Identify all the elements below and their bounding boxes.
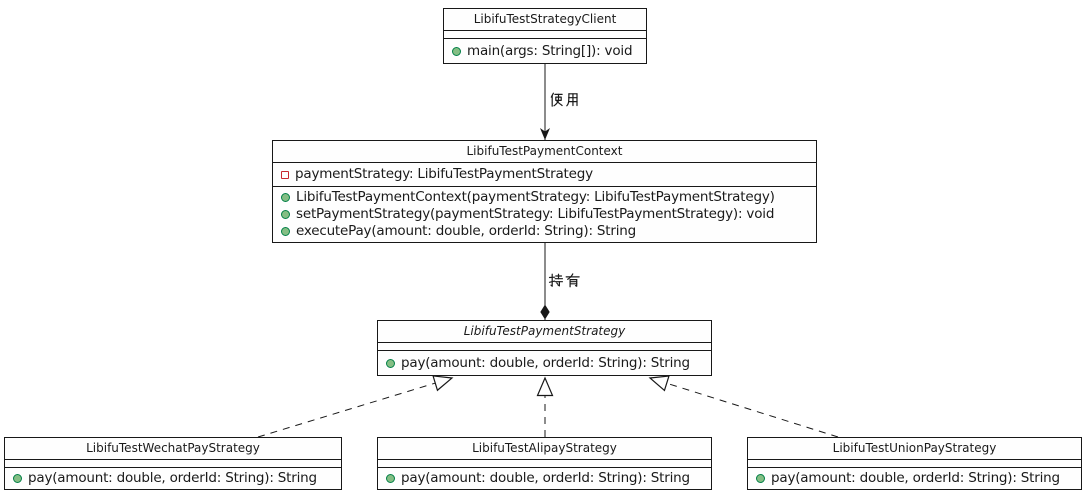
method-row: main(args: String[]): void: [444, 43, 646, 60]
class-libifu-test-strategy-client: LibifuTestStrategyClient main(args: Stri…: [443, 8, 647, 64]
public-visibility-icon: [452, 46, 461, 56]
class-libifu-test-alipay-strategy: LibifuTestAlipayStrategy pay(amount: dou…: [377, 437, 712, 490]
method-text: LibifuTestPaymentContext(paymentStrategy…: [296, 189, 775, 205]
public-visibility-icon: [281, 210, 290, 219]
methods-compartment: pay(amount: double, orderId: String): St…: [5, 468, 341, 489]
methods-compartment: main(args: String[]): void: [444, 39, 646, 63]
class-libifu-test-payment-context: LibifuTestPaymentContext paymentStrategy…: [272, 140, 817, 243]
uses-edge-label-glyphs: [550, 92, 578, 107]
fields-compartment-empty: [444, 31, 646, 39]
fields-compartment-empty: [748, 460, 1081, 468]
method-text: executePay(amount: double, orderId: Stri…: [296, 223, 636, 239]
public-visibility-icon: [756, 474, 765, 483]
class-title: LibifuTestPaymentContext: [273, 141, 816, 163]
method-row: setPaymentStrategy(paymentStrategy: Libi…: [273, 206, 816, 223]
interface-title: LibifuTestPaymentStrategy: [378, 321, 711, 343]
method-text: pay(amount: double, orderId: String): St…: [28, 470, 317, 486]
class-title: LibifuTestStrategyClient: [444, 9, 646, 31]
method-text: main(args: String[]): void: [467, 42, 633, 59]
class-title: LibifuTestWechatPayStrategy: [5, 438, 341, 460]
method-row: pay(amount: double, orderId: String): St…: [5, 470, 341, 487]
holds-edge-label-glyphs: [548, 273, 580, 288]
public-visibility-icon: [386, 474, 395, 483]
field-row: paymentStrategy: LibifuTestPaymentStrate…: [273, 166, 816, 183]
fields-compartment-empty: [378, 343, 711, 351]
private-visibility-icon: [281, 170, 289, 179]
method-row: executePay(amount: double, orderId: Stri…: [273, 223, 816, 240]
class-title: LibifuTestAlipayStrategy: [378, 438, 711, 460]
method-text: pay(amount: double, orderId: String): St…: [401, 354, 690, 371]
class-title: LibifuTestUnionPayStrategy: [748, 438, 1081, 460]
field-text: paymentStrategy: LibifuTestPaymentStrate…: [295, 166, 593, 182]
method-text: pay(amount: double, orderId: String): St…: [771, 470, 1060, 486]
method-text: setPaymentStrategy(paymentStrategy: Libi…: [296, 206, 775, 222]
method-row: pay(amount: double, orderId: String): St…: [378, 355, 711, 372]
methods-compartment: pay(amount: double, orderId: String): St…: [378, 468, 711, 489]
class-libifu-test-union-pay-strategy: LibifuTestUnionPayStrategy pay(amount: d…: [747, 437, 1082, 490]
public-visibility-icon: [281, 193, 290, 202]
method-text: pay(amount: double, orderId: String): St…: [401, 470, 690, 486]
fields-compartment-empty: [378, 460, 711, 468]
public-visibility-icon: [13, 474, 22, 483]
fields-compartment-empty: [5, 460, 341, 468]
class-libifu-test-wechat-pay-strategy: LibifuTestWechatPayStrategy pay(amount: …: [4, 437, 342, 490]
fields-compartment: paymentStrategy: LibifuTestPaymentStrate…: [273, 163, 816, 187]
method-row: pay(amount: double, orderId: String): St…: [378, 470, 711, 487]
class-libifu-test-payment-strategy: LibifuTestPaymentStrategy pay(amount: do…: [377, 320, 712, 376]
methods-compartment: pay(amount: double, orderId: String): St…: [378, 351, 711, 375]
public-visibility-icon: [281, 227, 290, 236]
methods-compartment: pay(amount: double, orderId: String): St…: [748, 468, 1081, 489]
methods-compartment: LibifuTestPaymentContext(paymentStrategy…: [273, 187, 816, 242]
method-row: LibifuTestPaymentContext(paymentStrategy…: [273, 189, 816, 206]
method-row: pay(amount: double, orderId: String): St…: [748, 470, 1081, 487]
realization-arrow-wechat: [257, 378, 452, 438]
realization-arrow-unionpay: [650, 378, 839, 438]
public-visibility-icon: [386, 358, 395, 368]
